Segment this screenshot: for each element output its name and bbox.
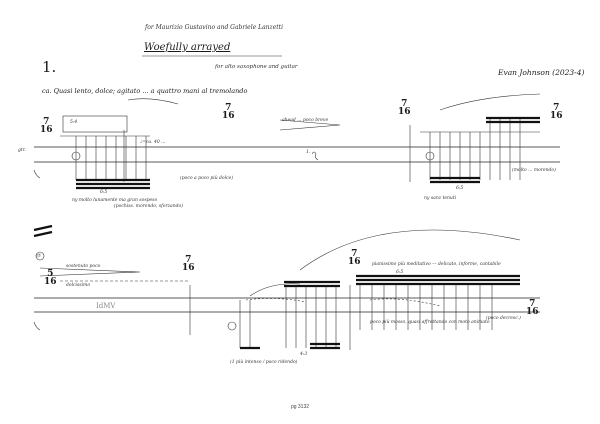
system1-bracket: [33, 169, 41, 179]
rehearsal-mark: ⑫: [36, 254, 41, 259]
ratio-label: 4:3: [300, 352, 308, 357]
tempo-marking: ca. Quasi lento, dolce; agitato ... a qu…: [42, 87, 248, 95]
movement-number: 1.: [42, 58, 57, 76]
performance-note: (molto ... morendo): [512, 168, 556, 173]
performance-note: (poco decresc.): [486, 316, 521, 321]
instrumentation: for alto saxophone and guitar: [215, 64, 298, 70]
tempo-note: ♩=ca. 40 ...: [140, 140, 166, 145]
dynamic-marking: dolcissimo: [66, 283, 91, 288]
system1-cluster-right: [420, 93, 541, 184]
library-stamp: IdMV: [96, 302, 116, 310]
tempo-note: sostenuto poco: [66, 264, 101, 269]
expression-marking: pianissimo più meditativo — delicato, in…: [372, 262, 501, 267]
performance-note: poco più mosso, quasi affrettando con mo…: [370, 320, 490, 325]
ratio-label: 6:5: [396, 270, 404, 275]
rest-label: 1.: [306, 150, 311, 155]
ratio-label: 6:5: [456, 186, 464, 191]
page-number: pg 3132: [290, 404, 310, 410]
dedication: for Maurizio Gustavino and Gabriele Lanz…: [145, 24, 283, 31]
rehearsal-circle: [35, 251, 45, 261]
hairpin-2: [39, 267, 141, 277]
system-separator: [33, 224, 53, 232]
dynamic-marking: ahead ... poco breve: [282, 118, 329, 123]
system1-cluster-left: [60, 98, 179, 190]
performance-note: (poco a poco più dolce): [180, 176, 233, 181]
performance-note: ny sanz tenuti: [424, 196, 457, 201]
performance-note: (pochiss. morendo, sforzando): [114, 204, 183, 209]
ratio-label: 6:5: [100, 190, 108, 195]
staff-label: gtr.: [18, 148, 26, 153]
performance-note: (1 più intenso / poco ridendo): [230, 360, 298, 365]
composer-credit: Evan Johnson (2023-4): [498, 68, 585, 77]
system2-cluster-mid: [227, 280, 340, 350]
tuplet-label: 5:4: [70, 120, 78, 125]
hairpin: [279, 119, 341, 131]
rest-mark: [311, 151, 319, 161]
performance-note: ny molto lunamente ma gran sospeso: [72, 198, 158, 203]
piece-title: Woefully arrayed: [144, 42, 231, 53]
system2-cluster-right: [299, 229, 521, 330]
